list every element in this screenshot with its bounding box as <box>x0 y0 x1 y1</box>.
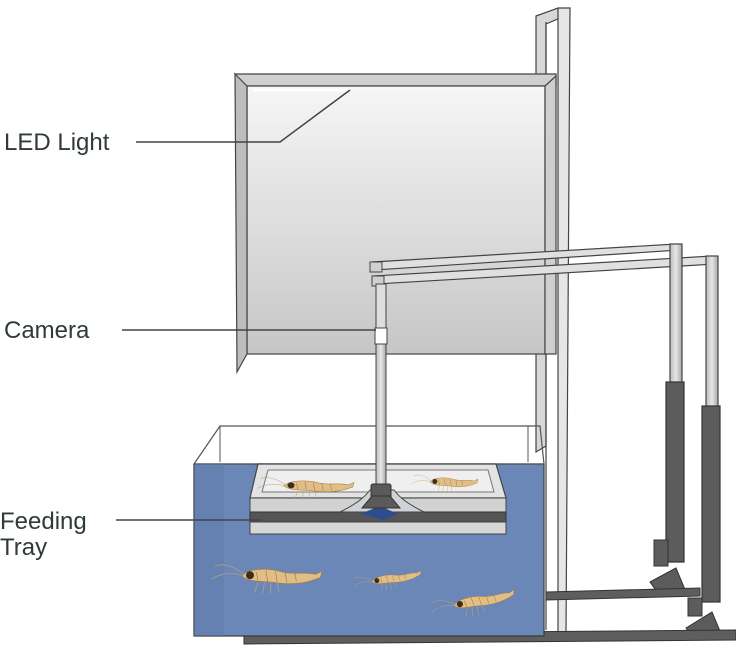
right-supports <box>649 243 723 641</box>
camera-label: Camera <box>4 317 90 344</box>
feeding-tray-label-line1: Feeding <box>0 508 87 535</box>
led-light-panel <box>233 72 557 375</box>
led-light-leader <box>136 89 351 143</box>
feeding-tray-label-line2: Tray <box>0 534 48 561</box>
led-light-label: LED Light <box>4 129 110 156</box>
camera-pole <box>360 283 402 509</box>
leader-lines <box>116 89 376 521</box>
